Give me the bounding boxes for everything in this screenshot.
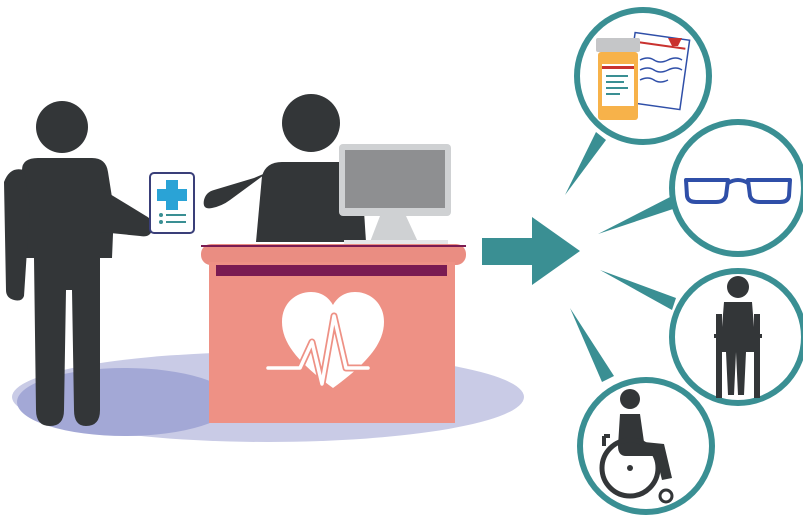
- eyeglasses-icon: [684, 178, 792, 204]
- pharmacist: [203, 94, 366, 242]
- computer-monitor: [339, 144, 451, 246]
- medical-card-icon: [149, 172, 195, 234]
- heartbeat-heart-icon: [266, 292, 384, 388]
- prescription-paper-icon: [624, 31, 691, 111]
- eyeglasses-circle: [669, 119, 803, 257]
- pill-bottle-icon: [596, 38, 640, 120]
- patient: [4, 101, 153, 426]
- wheelchair-user-icon: [599, 389, 674, 504]
- person-with-crutches-icon: [714, 276, 762, 398]
- prescription-medication-circle: [574, 7, 712, 145]
- right-arrow-icon: [482, 217, 580, 285]
- crutches-circle: [669, 268, 803, 406]
- wheelchair-circle: [577, 377, 715, 515]
- callout-pointers: [565, 132, 676, 382]
